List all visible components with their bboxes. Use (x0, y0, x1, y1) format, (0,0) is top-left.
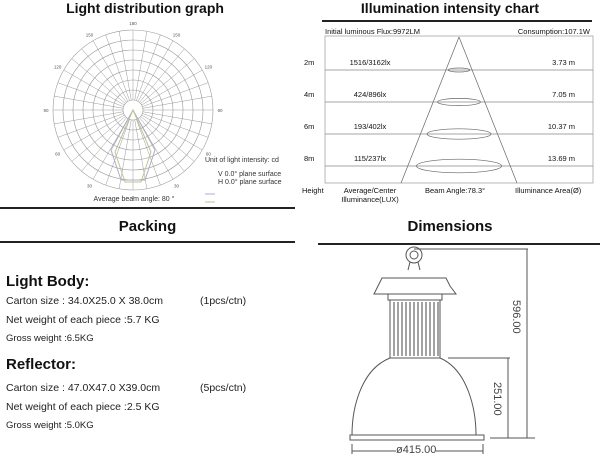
footer-lux: Average/Center Illuminance(LUX) (341, 186, 399, 204)
diameter-dimension: ø415.00 (396, 444, 437, 456)
reflector-height-dimension: 251.00 (491, 382, 503, 416)
polar-spoke (57, 82, 124, 107)
polar-spoke (136, 119, 161, 186)
polar-angle-label: 120 (54, 65, 62, 70)
legend-h: H 0.0° plane surface (218, 179, 282, 186)
row-lux: 193/402lx (353, 122, 387, 131)
polar-spoke (136, 34, 161, 101)
beam-ellipse (426, 128, 492, 140)
polar-spoke (54, 95, 124, 109)
polar-spoke (142, 95, 212, 109)
reflector-gross: Gross weight :5.0KG (6, 420, 94, 431)
light-body-carton-qty: (1pcs/ctn) (200, 295, 247, 307)
divider (322, 20, 592, 22)
reflector-net: Net weight of each piece :2.5 KG (6, 401, 160, 413)
divider (0, 207, 295, 209)
footer-area: Illuminance Area(Ø) (515, 186, 582, 195)
footer-beam: Beam Angle:78.3° (425, 186, 486, 195)
polar-spoke (141, 69, 203, 106)
illumination-cone-chart (324, 35, 594, 184)
row-height: 2m (304, 58, 315, 67)
polar-spoke (134, 31, 148, 101)
reflector-carton: Carton size : 47.0X47.0 X39.0cm (6, 382, 161, 394)
polar-angle-label: 30 (174, 183, 180, 188)
polar-angle-label: 60 (206, 152, 212, 157)
polar-spoke (139, 117, 185, 172)
total-height-dimension: 596.00 (510, 300, 522, 334)
reflector-carton-qty: (5pcs/ctn) (200, 382, 247, 394)
chart-frame (324, 35, 594, 184)
beam-ellipse (437, 98, 481, 106)
light-body-heading: Light Body: (6, 273, 90, 290)
beam-note: Average beam angle: 80 ° (93, 196, 175, 203)
polar-angle-label: 0 (132, 195, 135, 200)
unit-label: Unit of light intensity: cd (205, 157, 279, 164)
light-body-gross: Gross weight :6.5KG (6, 333, 94, 344)
polar-spoke (118, 119, 132, 189)
beam-ellipse (447, 67, 471, 73)
polar-angle-label: 30 (87, 183, 93, 188)
polar-light-distribution-graph: 0 30 60 90 120 150 180 30 60 90 120 150 (43, 21, 223, 203)
beam-ellipse (416, 158, 502, 174)
row-height: 6m (304, 122, 315, 131)
v-plane-curve (110, 108, 156, 181)
polar-spoke (141, 114, 203, 151)
divider (0, 241, 295, 243)
polar-angle-label: 150 (173, 33, 181, 38)
polar-angle-label: 60 (55, 152, 61, 157)
polar-spoke (142, 113, 209, 138)
polar-angle-label: 120 (205, 65, 213, 70)
consumption-label: Consumption:107.1W (517, 27, 590, 36)
polar-spoke (140, 58, 195, 104)
polar-spoke (71, 116, 126, 162)
polar-spoke (81, 48, 127, 103)
polar-spoke (118, 31, 132, 101)
row-area: 10.37 m (547, 122, 575, 131)
reflector-heading: Reflector: (6, 356, 77, 373)
row-height: 8m (304, 154, 315, 163)
row-lux: 115/237lx (354, 154, 386, 163)
light-distribution-title: Light distribution graph (66, 0, 224, 16)
illumination-chart-title: Illumination intensity chart (360, 0, 540, 16)
polar-spoke (63, 69, 125, 106)
polar-spoke (142, 82, 209, 107)
row-lux: 424/896lx (353, 90, 387, 99)
polar-spoke (81, 117, 127, 172)
polar-spoke (105, 119, 130, 186)
polar-spoke (63, 114, 125, 151)
light-body-carton: Carton size : 34.0X25.0 X 38.0cm (6, 295, 164, 307)
lamp-dimension-drawing (349, 246, 535, 454)
legend-v: V 0.0° plane surface (218, 171, 282, 178)
polar-angle-label: 180 (129, 21, 137, 26)
polar-spoke (54, 111, 124, 125)
dimensions-title: Dimensions (407, 218, 493, 235)
polar-angle-label: 90 (217, 108, 223, 113)
polar-spoke (57, 113, 124, 138)
polar-spoke (105, 34, 130, 101)
polar-spoke (142, 111, 212, 125)
cone-edge (458, 36, 518, 184)
packing-title: Packing (118, 218, 177, 235)
h-plane-curve (114, 108, 152, 183)
row-area: 13.69 m (547, 154, 575, 163)
row-area: 7.05 m (552, 90, 575, 99)
polar-spoke (92, 40, 129, 102)
flux-label: Initial luminous Flux:9972LM (325, 27, 421, 36)
row-lux: 1516/3162lx (349, 58, 391, 67)
light-body-net: Net weight of each piece :5.7 KG (6, 314, 160, 326)
polar-spoke (134, 119, 148, 189)
footer-height: Height (302, 186, 324, 195)
row-height: 4m (304, 90, 315, 99)
polar-angle-label: 90 (43, 108, 49, 113)
polar-angle-label: 150 (86, 33, 94, 38)
cone-edge (400, 36, 460, 184)
row-area: 3.73 m (552, 58, 575, 67)
divider (318, 243, 600, 245)
polar-spoke (71, 58, 126, 104)
polar-spoke (137, 40, 174, 102)
polar-spoke (139, 48, 185, 103)
polar-spoke (140, 116, 195, 162)
